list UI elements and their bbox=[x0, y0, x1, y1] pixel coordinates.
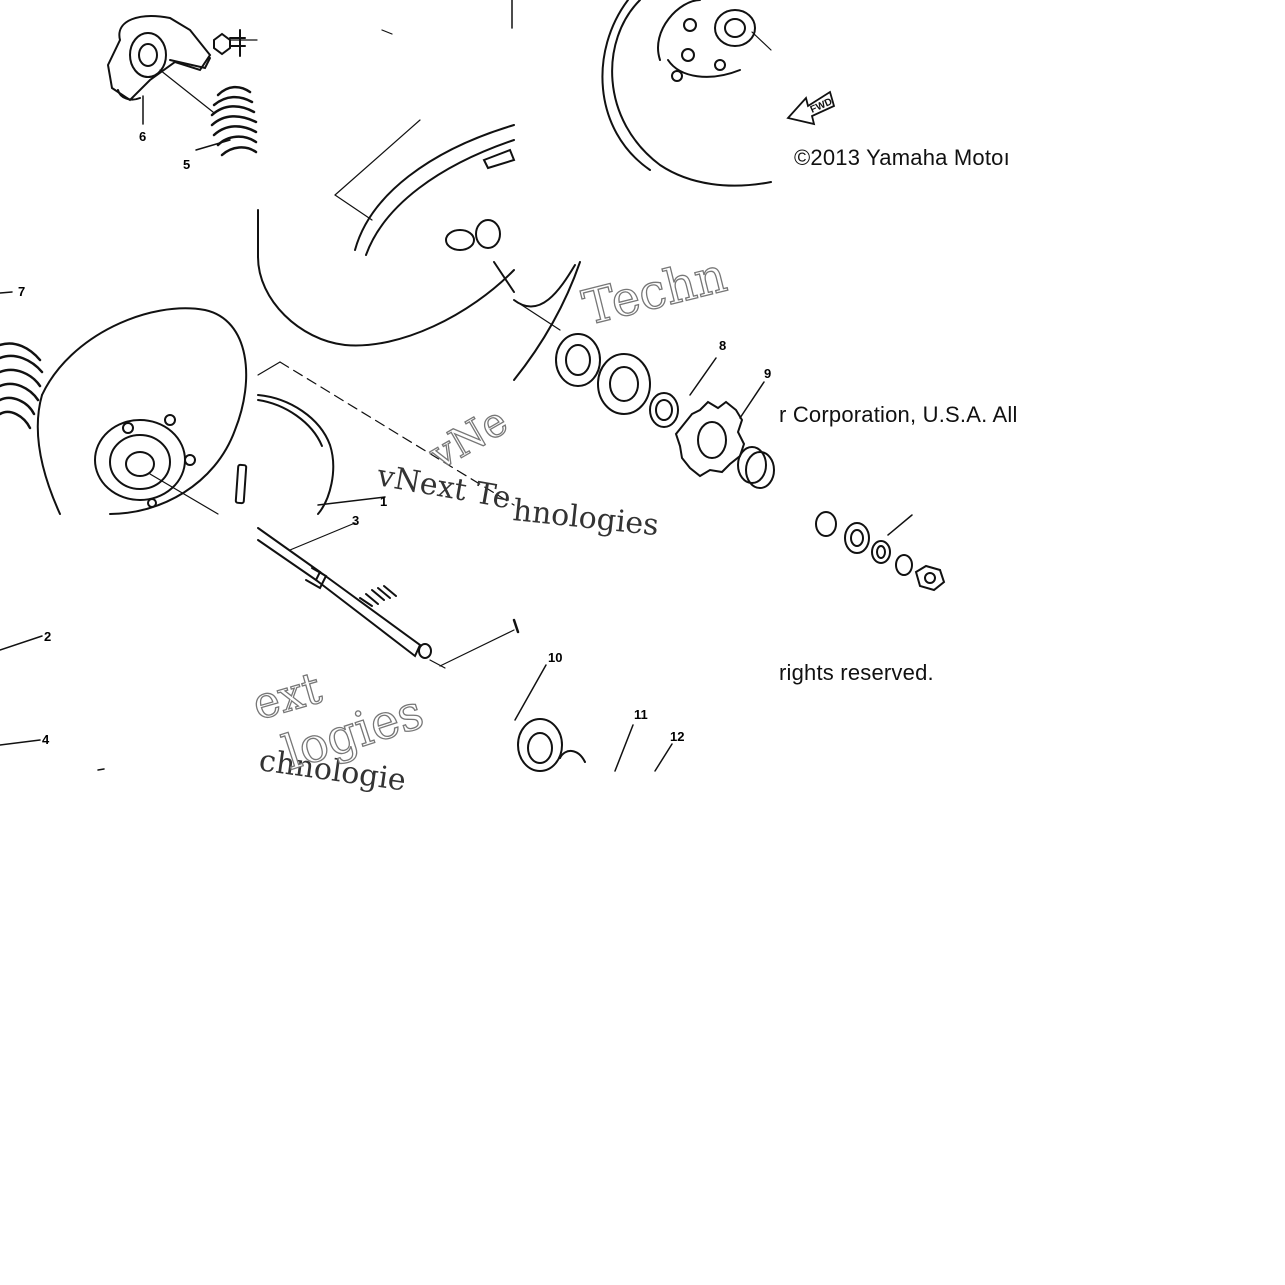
callout-12: 12 bbox=[670, 729, 684, 744]
callout-1: 1 bbox=[380, 494, 387, 509]
copyright-line-3: rights reserved. bbox=[779, 660, 934, 685]
fixed-sheave-part bbox=[601, 0, 772, 187]
callout-6: 6 bbox=[139, 129, 146, 144]
watermark-c: Techn bbox=[577, 247, 732, 337]
spring-large-part bbox=[0, 342, 44, 430]
movable-sheave-part bbox=[36, 307, 248, 515]
shaft-stack-part bbox=[493, 261, 679, 428]
bearing-part bbox=[512, 618, 673, 772]
callout-5: 5 bbox=[183, 157, 190, 172]
pin-part bbox=[234, 463, 248, 505]
watermark-g: vNe bbox=[421, 398, 515, 479]
callout-4: 4 bbox=[42, 732, 50, 747]
callout-3: 3 bbox=[352, 513, 359, 528]
callout-2: 2 bbox=[44, 629, 51, 644]
cam-bracket-part bbox=[106, 15, 212, 102]
watermark-b: hnologies bbox=[511, 493, 660, 543]
callout-11: 11 bbox=[634, 707, 648, 722]
fwd-label: FWD bbox=[809, 96, 834, 115]
sprocket-part bbox=[674, 400, 746, 478]
collar-part bbox=[737, 446, 775, 489]
callout-7: 7 bbox=[18, 284, 25, 299]
secondary-shaft-part bbox=[257, 522, 515, 669]
copyright-line-1: ©2013 Yamaha Motoı bbox=[794, 145, 1010, 170]
spring-part bbox=[210, 85, 258, 157]
washer-stack-part bbox=[815, 511, 946, 592]
sheave-edge-part bbox=[257, 124, 516, 258]
small-bolt-part bbox=[213, 29, 246, 57]
callout-9: 9 bbox=[764, 366, 771, 381]
copyright-line-2: r Corporation, U.S.A. All bbox=[779, 402, 1018, 427]
callout-10: 10 bbox=[548, 650, 562, 665]
callout-8: 8 bbox=[719, 338, 726, 353]
center-sheave-part bbox=[257, 219, 515, 515]
fwd-arrow-icon: FWD bbox=[786, 90, 836, 126]
